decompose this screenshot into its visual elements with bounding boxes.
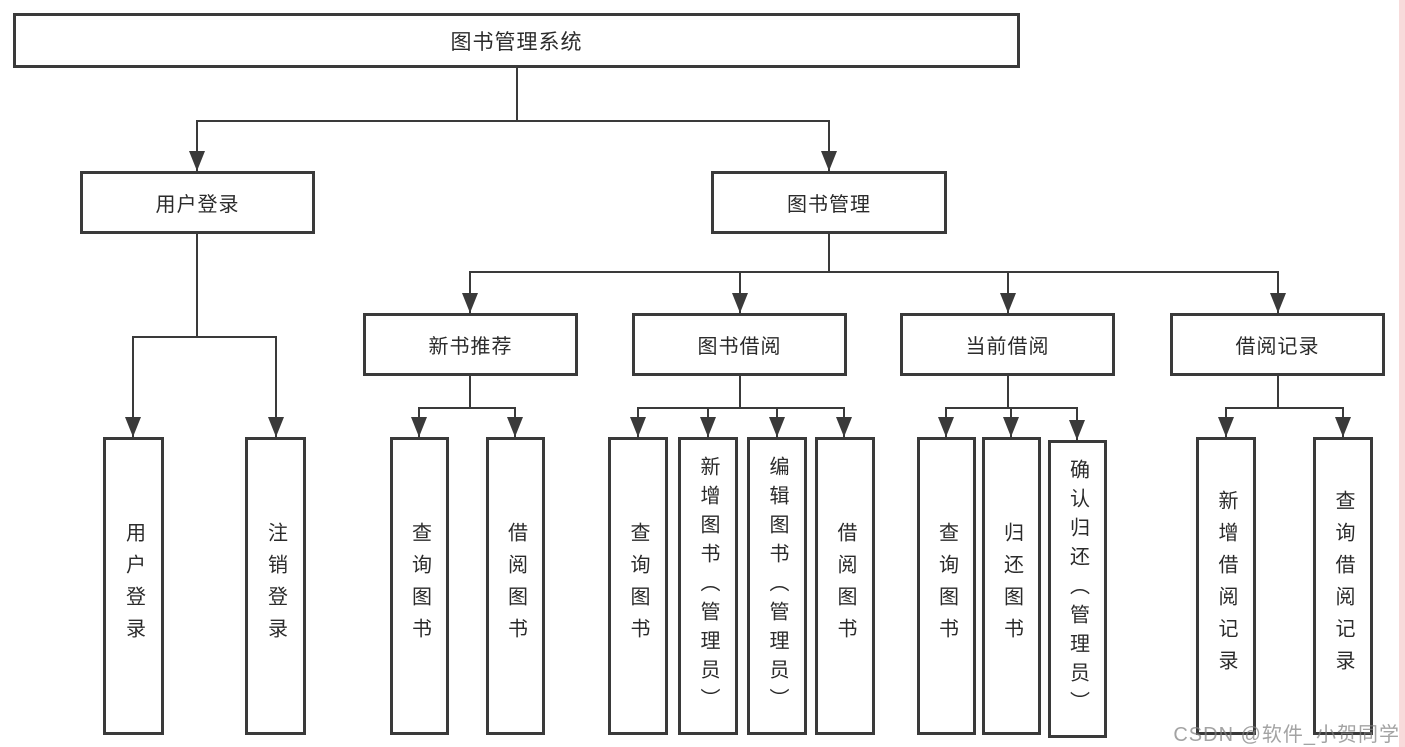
arrow-down-icon xyxy=(507,417,523,437)
arrow-down-icon xyxy=(821,151,837,171)
right-edge-strip xyxy=(1399,0,1405,747)
connector-line xyxy=(418,407,516,409)
node-user-login: 用户登录 xyxy=(80,171,315,234)
leaf-label: 查询借阅记录 xyxy=(1332,490,1354,682)
leaf-label: 编辑图书（管理员） xyxy=(766,455,788,717)
node-label: 图书管理系统 xyxy=(450,30,583,54)
connector-line xyxy=(469,271,1279,273)
node-label: 用户登录 xyxy=(155,194,240,216)
leaf-return-books: 归还图书 xyxy=(982,437,1041,735)
connector-line xyxy=(1277,376,1279,407)
leaf-borrow-books: 借阅图书 xyxy=(486,437,545,735)
connector-line xyxy=(132,336,277,338)
arrow-down-icon xyxy=(700,417,716,437)
leaf-label: 归还图书 xyxy=(1000,522,1023,650)
leaf-query-books: 查询图书 xyxy=(390,437,449,735)
leaf-logout: 注销登录 xyxy=(245,437,306,735)
leaf-query-books: 查询图书 xyxy=(917,437,976,735)
node-label: 图书管理 xyxy=(787,194,871,216)
arrow-down-icon xyxy=(1003,417,1019,437)
leaf-label: 借阅图书 xyxy=(834,522,856,650)
leaf-user-login: 用户登录 xyxy=(103,437,164,735)
connector-line xyxy=(1225,407,1343,409)
arrow-down-icon xyxy=(125,417,141,437)
arrow-down-icon xyxy=(836,417,852,437)
node-label: 新书推荐 xyxy=(428,336,513,358)
arrow-down-icon xyxy=(189,151,205,171)
arrow-down-icon xyxy=(1218,417,1234,437)
connector-line xyxy=(196,120,198,171)
connector-line xyxy=(739,376,741,407)
csdn-watermark: CSDN @软件_小贺同学 xyxy=(1173,724,1400,746)
connector-line xyxy=(739,271,741,313)
leaf-label: 查询图书 xyxy=(408,522,431,650)
leaf-add-borrow-record: 新增借阅记录 xyxy=(1196,437,1256,735)
arrow-down-icon xyxy=(630,417,646,437)
node-library-management-system: 图书管理系统 xyxy=(13,13,1020,68)
arrow-down-icon xyxy=(268,417,284,437)
node-borrowing-records: 借阅记录 xyxy=(1170,313,1385,376)
leaf-label: 查询图书 xyxy=(627,522,649,650)
connector-line xyxy=(132,336,134,437)
connector-line xyxy=(1007,271,1009,313)
arrow-down-icon xyxy=(769,417,785,437)
connector-line xyxy=(469,376,471,407)
arrow-down-icon xyxy=(732,293,748,313)
leaf-label: 用户登录 xyxy=(122,522,145,650)
leaf-edit-books-admin: 编辑图书（管理员） xyxy=(747,437,807,735)
connector-line xyxy=(196,120,830,122)
connector-line xyxy=(1277,271,1279,313)
connector-line xyxy=(828,234,830,271)
leaf-add-books-admin: 新增图书（管理员） xyxy=(678,437,738,735)
connector-line xyxy=(1007,376,1009,407)
connector-line xyxy=(637,407,845,409)
leaf-query-borrow-record: 查询借阅记录 xyxy=(1313,437,1373,735)
node-book-management: 图书管理 xyxy=(711,171,947,234)
node-current-borrowing: 当前借阅 xyxy=(900,313,1115,376)
leaf-label: 借阅图书 xyxy=(504,522,527,650)
arrow-down-icon xyxy=(938,417,954,437)
leaf-label: 新增图书（管理员） xyxy=(697,455,719,717)
arrow-down-icon xyxy=(411,417,427,437)
connector-line xyxy=(828,120,830,171)
arrow-down-icon xyxy=(1270,293,1286,313)
node-label: 当前借阅 xyxy=(965,336,1050,358)
node-book-borrowing: 图书借阅 xyxy=(632,313,847,376)
arrow-down-icon xyxy=(462,293,478,313)
leaf-label: 注销登录 xyxy=(264,522,287,650)
connector-line xyxy=(275,336,277,437)
node-label: 借阅记录 xyxy=(1235,336,1320,358)
leaf-label: 确认归还（管理员） xyxy=(1066,458,1089,720)
connector-line xyxy=(469,271,471,313)
leaf-confirm-return-admin: 确认归还（管理员） xyxy=(1048,440,1107,738)
node-label: 图书借阅 xyxy=(697,336,782,358)
arrow-down-icon xyxy=(1000,293,1016,313)
leaf-label: 新增借阅记录 xyxy=(1215,490,1237,682)
node-new-book-recommendation: 新书推荐 xyxy=(363,313,578,376)
leaf-label: 查询图书 xyxy=(935,522,958,650)
leaf-query-books: 查询图书 xyxy=(608,437,668,735)
leaf-borrow-books: 借阅图书 xyxy=(815,437,875,735)
connector-line xyxy=(196,234,198,336)
arrow-down-icon xyxy=(1069,420,1085,440)
arrow-down-icon xyxy=(1335,417,1351,437)
connector-line xyxy=(516,68,518,120)
